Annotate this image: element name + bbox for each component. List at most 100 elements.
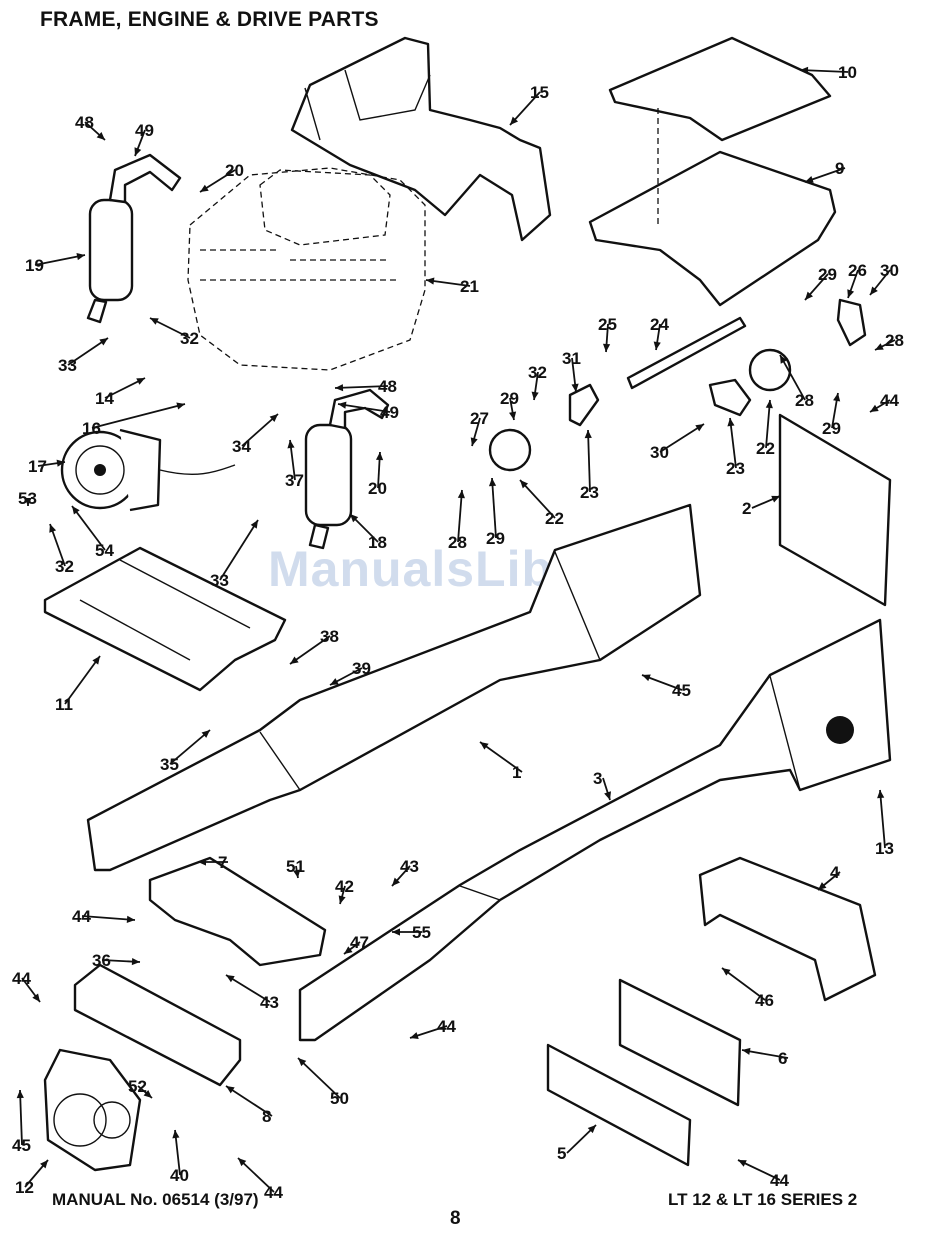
arrowhead bbox=[587, 1125, 596, 1134]
series-label: LT 12 & LT 16 SERIES 2 bbox=[668, 1190, 858, 1209]
arrowhead bbox=[833, 393, 841, 402]
leader-line bbox=[225, 974, 271, 1003]
part-belt-cover bbox=[43, 1048, 142, 1172]
arrowhead bbox=[727, 418, 735, 427]
part-frame-right bbox=[298, 618, 892, 1042]
arrowhead bbox=[338, 895, 346, 904]
part-pto-bracket bbox=[488, 298, 867, 472]
arrowhead bbox=[72, 506, 80, 515]
callout-37: 37 bbox=[285, 471, 304, 490]
leader-line bbox=[519, 479, 556, 519]
callout-45: 45 bbox=[12, 1136, 31, 1155]
arrowhead bbox=[375, 452, 384, 461]
callout-29: 29 bbox=[486, 529, 505, 548]
callout-36: 36 bbox=[92, 951, 111, 970]
arrowhead bbox=[238, 1158, 247, 1167]
arrowhead bbox=[338, 401, 347, 409]
arrowhead bbox=[410, 1032, 419, 1039]
callout-23: 23 bbox=[726, 459, 745, 478]
arrowhead bbox=[571, 383, 579, 392]
arrowhead bbox=[742, 1047, 751, 1055]
part-shroud bbox=[290, 36, 552, 242]
arrowhead bbox=[344, 946, 353, 954]
arrowhead bbox=[226, 1086, 235, 1094]
page-number: 8 bbox=[450, 1208, 461, 1229]
arrowhead bbox=[520, 480, 529, 489]
manual-number: MANUAL No. 06514 (3/97) bbox=[52, 1190, 259, 1209]
arrowhead bbox=[99, 338, 108, 346]
arrowhead bbox=[76, 253, 85, 261]
arrowhead bbox=[126, 915, 135, 923]
arrowhead bbox=[470, 437, 478, 446]
callout-28: 28 bbox=[448, 533, 467, 552]
leader-line bbox=[587, 429, 591, 493]
arrowhead bbox=[134, 147, 142, 156]
part-hitch-plate-5 bbox=[546, 1043, 692, 1167]
arrowhead bbox=[800, 66, 809, 74]
arrowhead bbox=[392, 877, 401, 886]
arrowhead bbox=[330, 678, 339, 685]
callout-33: 33 bbox=[58, 356, 77, 375]
callout-22: 22 bbox=[545, 509, 564, 528]
arrowhead bbox=[16, 1090, 24, 1099]
part-top-plate bbox=[608, 36, 832, 142]
arrowhead bbox=[765, 400, 773, 409]
part-front-bracket bbox=[148, 856, 327, 967]
leader-line bbox=[237, 1157, 275, 1193]
arrowhead bbox=[287, 440, 295, 449]
leader-line bbox=[81, 915, 136, 921]
arrowhead bbox=[226, 975, 235, 983]
callout-16: 16 bbox=[82, 419, 101, 438]
page-title: FRAME, ENGINE & DRIVE PARTS bbox=[40, 8, 379, 31]
arrowhead bbox=[877, 790, 885, 799]
leader-line bbox=[479, 741, 523, 773]
arrowhead bbox=[269, 414, 278, 423]
part-muffler-right bbox=[304, 388, 390, 550]
arrowhead bbox=[510, 116, 519, 125]
part-seat-plate bbox=[588, 150, 837, 307]
leader-line bbox=[729, 417, 737, 469]
arrowhead bbox=[771, 495, 780, 503]
leader-line bbox=[241, 413, 279, 447]
arrowhead bbox=[875, 343, 884, 350]
arrowhead bbox=[488, 478, 497, 487]
callout-29: 29 bbox=[822, 419, 841, 438]
arrowhead bbox=[818, 882, 827, 890]
callout-5: 5 bbox=[557, 1144, 566, 1163]
callout-4: 4 bbox=[830, 863, 840, 882]
leader-line bbox=[765, 399, 771, 449]
arrowhead bbox=[24, 498, 32, 506]
callout-54: 54 bbox=[95, 541, 114, 560]
part-rear-bracket bbox=[698, 856, 877, 1002]
arrowhead bbox=[722, 968, 731, 976]
arrowhead bbox=[293, 869, 301, 878]
arrowhead bbox=[509, 411, 517, 420]
arrowhead bbox=[96, 131, 105, 140]
part-hitch-plate-6 bbox=[618, 978, 742, 1107]
callout-28: 28 bbox=[795, 391, 814, 410]
callout-48: 48 bbox=[75, 113, 94, 132]
leader-line bbox=[219, 519, 259, 581]
leader-line bbox=[225, 1085, 273, 1117]
callout-22: 22 bbox=[756, 439, 775, 458]
part-engine-mount bbox=[43, 546, 287, 692]
arrowhead bbox=[805, 175, 814, 183]
callout-20: 20 bbox=[368, 479, 387, 498]
part-engine bbox=[187, 167, 426, 371]
arrowhead bbox=[480, 742, 489, 750]
leader-line bbox=[334, 385, 389, 389]
leader-line bbox=[457, 489, 463, 543]
callout-33: 33 bbox=[210, 571, 229, 590]
callout-17: 17 bbox=[28, 457, 47, 476]
callout-32: 32 bbox=[55, 557, 74, 576]
arrowhead bbox=[604, 791, 612, 800]
arrowhead bbox=[150, 318, 159, 325]
arrowhead bbox=[805, 291, 813, 300]
leader-line bbox=[19, 1089, 23, 1146]
arrowhead bbox=[870, 404, 879, 412]
callout-52: 52 bbox=[128, 1077, 147, 1096]
arrowhead bbox=[335, 384, 344, 392]
leader-line bbox=[721, 967, 766, 1001]
